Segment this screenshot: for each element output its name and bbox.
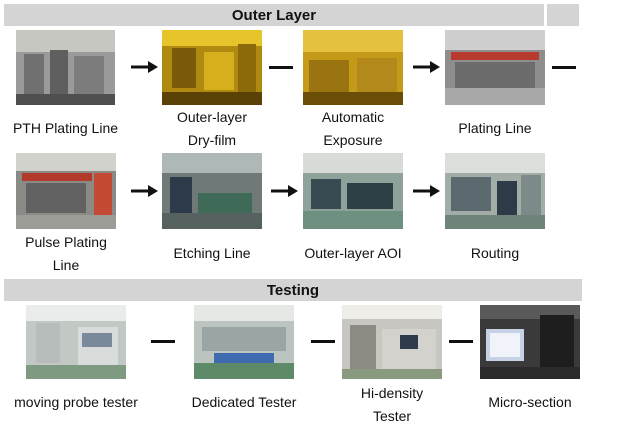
photo-micro-section	[480, 305, 580, 379]
flow-connector-4	[311, 340, 335, 343]
caption-plating-line: Plating Line	[458, 120, 532, 136]
photo-pth-plating-line	[16, 30, 115, 105]
section-header-testing: Testing	[4, 279, 582, 301]
photo-routing	[445, 153, 545, 229]
flow-arrow-4	[271, 184, 298, 198]
caption-outer-layer-dryfilm: Outer-layer Dry-film	[176, 109, 248, 148]
caption-micro-section: Micro-section	[488, 394, 572, 410]
section-title: Outer Layer	[231, 6, 317, 24]
caption-routing: Routing	[470, 245, 520, 261]
photo-hi-density-tester	[342, 305, 442, 379]
photo-automatic-exposure	[303, 30, 403, 105]
caption-automatic-exposure: Automatic Exposure	[321, 109, 385, 148]
flow-arrow-5	[413, 184, 440, 198]
section-title: Testing	[266, 281, 320, 299]
flow-arrow-3	[131, 184, 158, 198]
section-header-outer-layer: Outer Layer	[4, 4, 544, 26]
flow-connector-5	[449, 340, 473, 343]
flow-connector-1	[269, 66, 293, 69]
flow-arrow-2	[413, 60, 440, 74]
caption-pth-plating-line: PTH Plating Line	[12, 120, 119, 136]
caption-etching-line: Etching Line	[173, 245, 251, 261]
caption-moving-probe-tester: moving probe tester	[14, 394, 138, 410]
caption-outer-layer-aoi: Outer-layer AOI	[304, 245, 402, 261]
photo-dedicated-tester	[194, 305, 294, 379]
flow-connector-2	[552, 66, 576, 69]
caption-dedicated-tester: Dedicated Tester	[191, 394, 297, 410]
photo-pulse-plating-line	[16, 153, 116, 229]
flow-arrow-1	[131, 60, 158, 74]
flow-connector-3	[151, 340, 175, 343]
photo-plating-line	[445, 30, 545, 105]
caption-hi-density-tester: Hi-density Tester	[360, 385, 424, 424]
photo-outer-layer-dryfilm	[162, 30, 262, 105]
caption-pulse-plating-line: Pulse Plating Line	[25, 234, 107, 273]
photo-outer-layer-aoi	[303, 153, 403, 229]
section-header-side-block	[547, 4, 579, 26]
photo-moving-probe-tester	[26, 305, 126, 379]
photo-etching-line	[162, 153, 262, 229]
